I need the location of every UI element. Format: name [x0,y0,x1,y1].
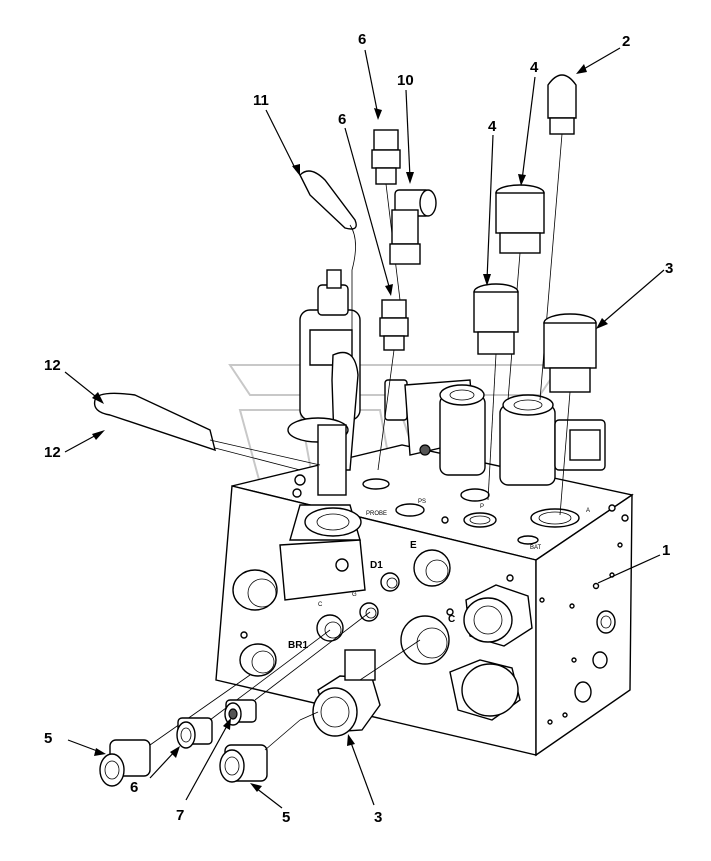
callout-6-mid: 6 [338,111,346,128]
valve-block: PS P BAT A PROBE G C [215,444,634,757]
port-label-e: E [410,540,417,551]
callout-5-left: 5 [44,730,52,747]
callout-labels: 6 2 10 11 4 6 4 3 12 12 1 5 6 7 5 3 [44,31,673,826]
port-label-c: C [448,614,455,625]
port-label-br1: BR1 [288,640,308,651]
svg-text:A: A [586,508,590,514]
svg-text:C: C [318,602,323,608]
callout-12-upper: 12 [44,357,61,374]
svg-text:P: P [480,504,484,510]
callout-3-bottom: 3 [374,809,382,826]
callout-6-top: 6 [358,31,366,48]
callout-4-upper: 4 [530,59,539,76]
callout-12-lower: 12 [44,444,61,461]
callout-11: 11 [253,92,269,109]
svg-text:G: G [352,592,357,598]
callout-1: 1 [662,542,670,559]
callout-10: 10 [397,72,414,89]
port-label-d1: D1 [370,560,383,571]
callout-5-right: 5 [282,809,290,826]
svg-text:PS: PS [418,499,426,505]
solenoid-valve-right [499,394,606,486]
callout-leaders [64,47,665,809]
callout-6-bottom: 6 [130,779,138,796]
svg-text:BAT: BAT [530,545,542,551]
callout-4-lower: 4 [488,118,497,135]
exploded-parts [93,74,597,787]
callout-7: 7 [176,807,184,824]
callout-3-upper: 3 [665,260,673,277]
callout-2: 2 [622,33,630,50]
pilot-control-valve [279,269,366,601]
solenoid-valve-left [384,379,486,476]
svg-text:PROBE: PROBE [366,511,387,517]
